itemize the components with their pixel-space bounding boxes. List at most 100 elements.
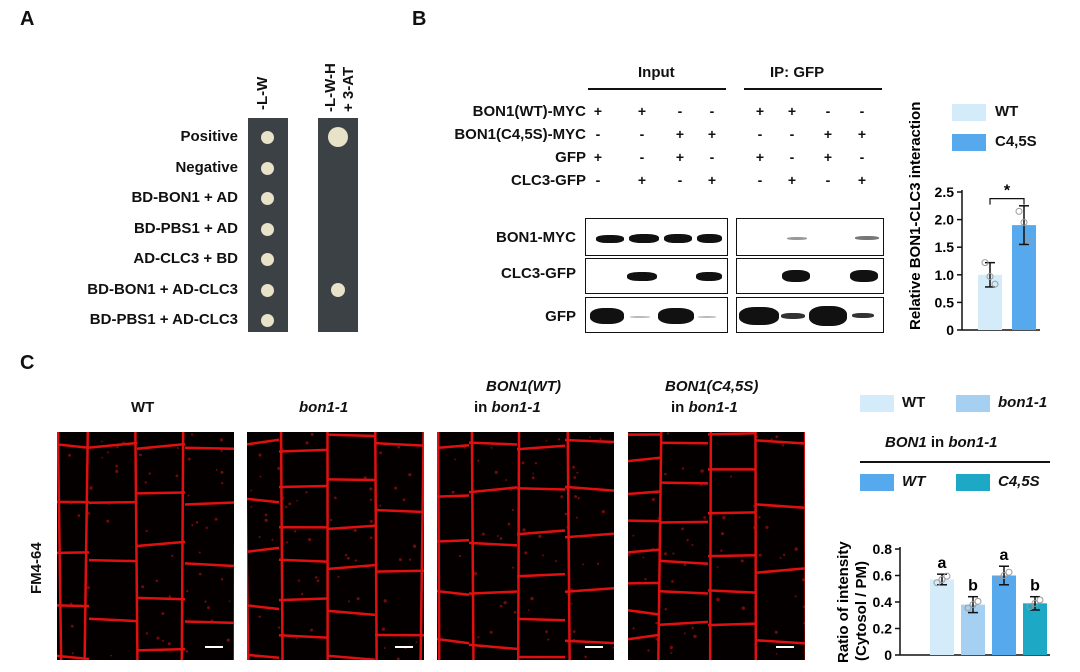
vesicle-dot [176, 446, 179, 450]
vesicle-dot [337, 575, 340, 578]
vesicle-dot [670, 651, 673, 654]
cell-wall [707, 432, 757, 436]
cell-wall [755, 439, 805, 445]
blot-ip-bon1-myc [736, 218, 884, 256]
vesicle-dot [180, 565, 184, 569]
sign-cell: + [593, 103, 603, 119]
vesicle-dot [532, 472, 535, 475]
vesicle-dot [720, 532, 725, 536]
title-bon1-1: bon1-1 [299, 399, 349, 416]
chart-c-point [1026, 603, 1034, 611]
sign-cell: + [755, 103, 765, 119]
vesicle-dot [316, 579, 320, 583]
yeast-row-label: BD-BON1 + AD-CLC3 [87, 280, 238, 298]
vesicle-dot [293, 530, 297, 533]
col-header-lw: -L-W [254, 76, 271, 110]
cell-wall [564, 639, 614, 645]
vesicle-dot [681, 467, 685, 470]
vesicle-dot [383, 599, 387, 603]
sign-cell: + [857, 172, 867, 188]
vesicle-dot [369, 536, 373, 540]
vesicle-dot [657, 607, 660, 610]
vesicle-dot [584, 655, 587, 659]
vesicle-dot [220, 470, 224, 474]
vesicle-dot [141, 585, 145, 589]
legend-swatch-c45s [952, 134, 986, 151]
cell-wall [83, 432, 90, 660]
vesicle-dot [402, 498, 406, 502]
vesicle-dot [774, 630, 778, 634]
vesicle-dot [577, 497, 580, 500]
panel-b-letter: B [412, 8, 427, 30]
vesicle-dot [644, 577, 647, 581]
sign-cell: - [789, 126, 795, 142]
vesicle-dot [545, 440, 548, 442]
vesicle-dot [741, 606, 746, 611]
sign-cell: + [675, 126, 685, 142]
vesicle-dot [363, 476, 367, 480]
vesicle-dot [264, 513, 268, 517]
vesicle-dot [503, 601, 507, 605]
cell-wall [628, 490, 661, 496]
vesicle-dot [344, 553, 348, 557]
vesicle-dot [700, 469, 704, 473]
cell-wall [516, 572, 566, 578]
vesicle-dot [534, 462, 538, 465]
cell-wall [516, 486, 566, 491]
vesicle-dot [167, 642, 171, 646]
vesicle-dot [699, 483, 703, 486]
vesicle-dot [779, 556, 782, 559]
vesicle-dot [756, 435, 759, 438]
sign-cell: - [859, 103, 865, 119]
vesicle-dot [89, 486, 93, 490]
cell-wall [657, 432, 663, 660]
yeast-row-label: Negative [175, 158, 238, 176]
vesicle-dot [145, 529, 148, 533]
cell-wall [247, 496, 250, 660]
cell-wall [184, 562, 234, 568]
legend-c-swatch-bon1 [956, 395, 990, 412]
title-bon1wt-line1: BON1(WT) [486, 378, 561, 395]
vesicle-dot [161, 639, 164, 642]
group-ip-label: IP: GFP [770, 64, 825, 81]
chart-c-sig-letter: b [968, 578, 978, 595]
chart-b-ylabel: Relative BON1-CLC3 interaction [907, 102, 924, 330]
chart-c-bar [1023, 603, 1047, 655]
cell-wall [88, 441, 138, 449]
cell-wall [57, 654, 90, 660]
cell-wall [326, 563, 376, 571]
vesicle-dot [589, 436, 591, 439]
fm464-label: FM4-64 [28, 542, 45, 594]
vesicle-dot [207, 606, 210, 610]
cell-wall [374, 508, 424, 514]
chart-c-point [974, 597, 982, 605]
ip-group-line [744, 88, 882, 90]
vesicle-dot [566, 525, 570, 529]
vesicle-dot [521, 461, 525, 465]
col-header-3at: + 3-AT [340, 66, 357, 112]
vesicle-dot [538, 534, 542, 538]
yeast-row-label: AD-CLC3 + BD [133, 250, 238, 267]
vesicle-dot [716, 566, 719, 568]
vesicle-dot [186, 589, 189, 593]
vesicle-dot [195, 521, 199, 524]
vesicle-dot [168, 595, 172, 598]
sign-cell: - [595, 126, 601, 142]
cell-wall [437, 494, 470, 498]
sign-cell: + [787, 103, 797, 119]
colony-lw [261, 314, 274, 327]
sign-cell: - [757, 172, 763, 188]
cell-wall [374, 441, 424, 447]
vesicle-dot [753, 504, 756, 508]
vesicle-dot [686, 538, 689, 542]
vesicle-dot [204, 562, 206, 565]
vesicle-dot [101, 456, 103, 459]
vesicle-dot [572, 630, 576, 633]
vesicle-dot [258, 453, 262, 457]
vesicle-dot [373, 492, 377, 496]
sign-cell: + [823, 126, 833, 142]
vesicle-dot [794, 595, 797, 598]
cell-wall [755, 503, 805, 510]
vesicle-dot [187, 494, 190, 497]
vesicle-dot [250, 505, 253, 508]
